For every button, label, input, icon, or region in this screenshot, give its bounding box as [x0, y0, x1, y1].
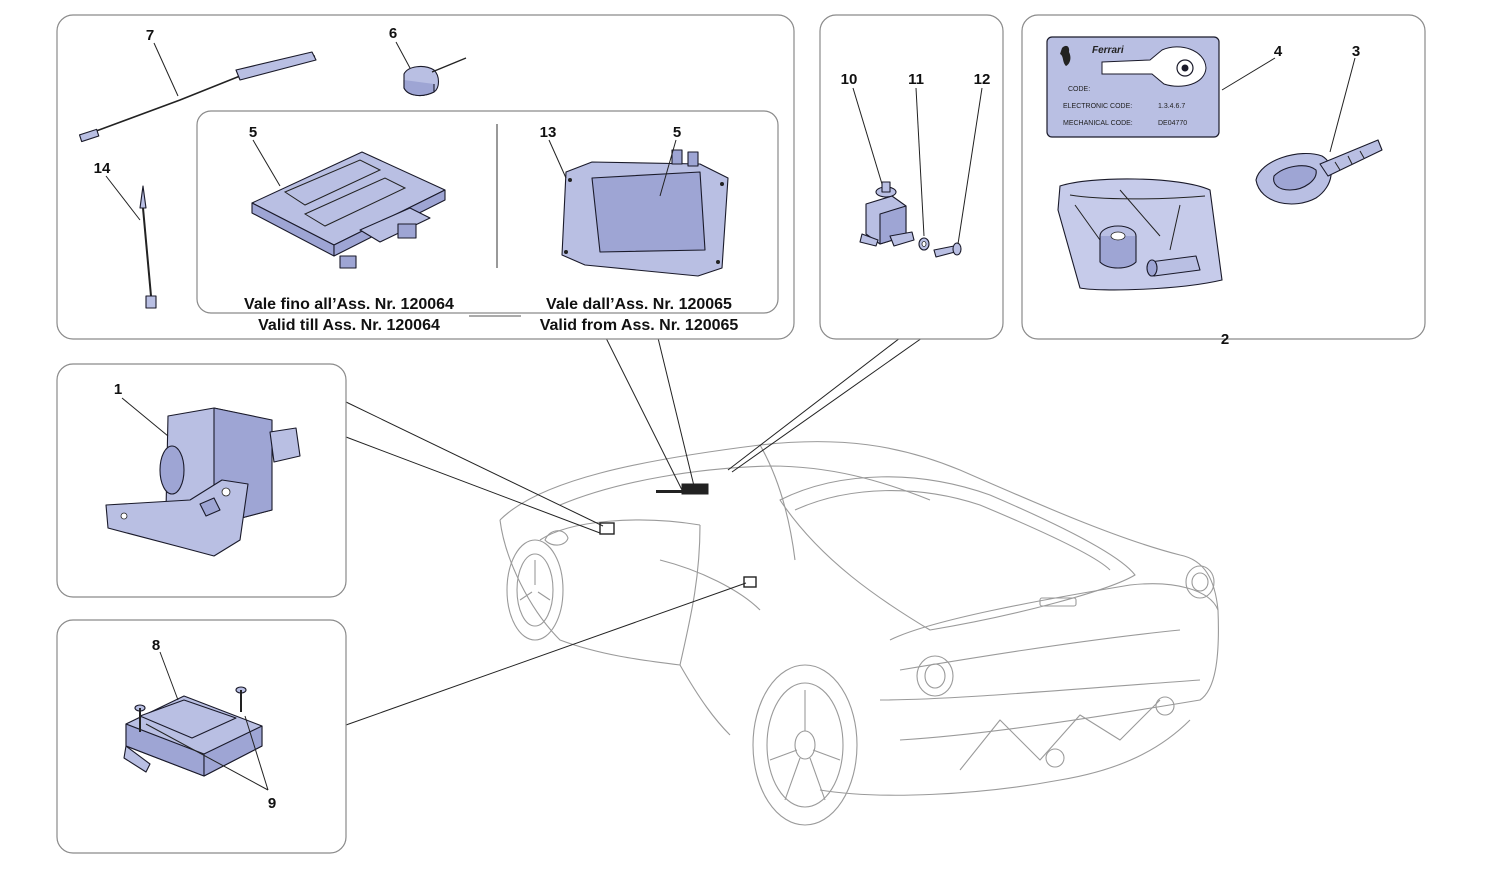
car-outline	[499, 441, 1219, 826]
card-mechanical-label: MECHANICAL CODE:	[1063, 120, 1133, 127]
callout-leaders-a	[105, 41, 677, 221]
card-electronic-label: ELECTRONIC CODE:	[1063, 103, 1132, 110]
card-electronic-value: 1.3.4.6.7	[1158, 103, 1185, 110]
callout-13: 13	[540, 124, 557, 141]
screw-12	[933, 242, 962, 258]
callout-9: 9	[268, 795, 276, 812]
antenna-cable-7	[78, 51, 317, 143]
code-card-4: Ferrari CODE: ELECTRONIC CODE: 1.3.4.6.7…	[1046, 36, 1220, 138]
callout-8: 8	[152, 637, 160, 654]
caption-valid-from-it: Vale dall’Ass. Nr. 120065	[546, 296, 732, 313]
lock-set-bag-2	[1057, 178, 1223, 291]
callout-5-left: 5	[249, 124, 257, 141]
washer-11	[918, 237, 930, 251]
card-brand: Ferrari	[1092, 45, 1124, 56]
callout-5-right: 5	[673, 124, 681, 141]
caption-valid-from-en: Valid from Ass. Nr. 120065	[540, 317, 739, 334]
sensor-10	[859, 181, 915, 247]
caption-valid-till-it: Vale fino all’Ass. Nr. 120064	[244, 296, 454, 313]
callout-14: 14	[94, 160, 111, 177]
callout-1: 1	[114, 381, 122, 398]
marker-sensor	[743, 576, 757, 588]
callout-3: 3	[1352, 43, 1360, 60]
callout-10: 10	[841, 71, 858, 88]
screws-9	[134, 686, 247, 732]
callout-7: 7	[146, 27, 154, 44]
callout-4: 4	[1274, 43, 1283, 60]
control-unit-new-5	[561, 149, 729, 277]
siren-1	[105, 407, 301, 557]
key-3	[1255, 139, 1383, 205]
caption-valid-till-en: Valid till Ass. Nr. 120064	[258, 317, 440, 334]
stud-14	[139, 185, 157, 309]
prancing-horse-logo	[1060, 45, 1071, 66]
gps-antenna-6	[403, 57, 467, 97]
callout-6: 6	[389, 25, 397, 42]
panel-sensor-bracket	[819, 14, 1004, 340]
marker-control-unit-bar	[656, 490, 708, 493]
key-outline-icon	[1101, 46, 1207, 87]
marker-siren	[599, 522, 615, 535]
card-code-label: CODE:	[1068, 86, 1090, 93]
callout-11: 11	[908, 71, 924, 88]
callout-2: 2	[1221, 331, 1229, 348]
leader-lines	[345, 337, 923, 726]
callout-12: 12	[974, 71, 991, 88]
card-mechanical-value: DE04770	[1158, 120, 1187, 127]
control-unit-old-5	[251, 151, 446, 269]
